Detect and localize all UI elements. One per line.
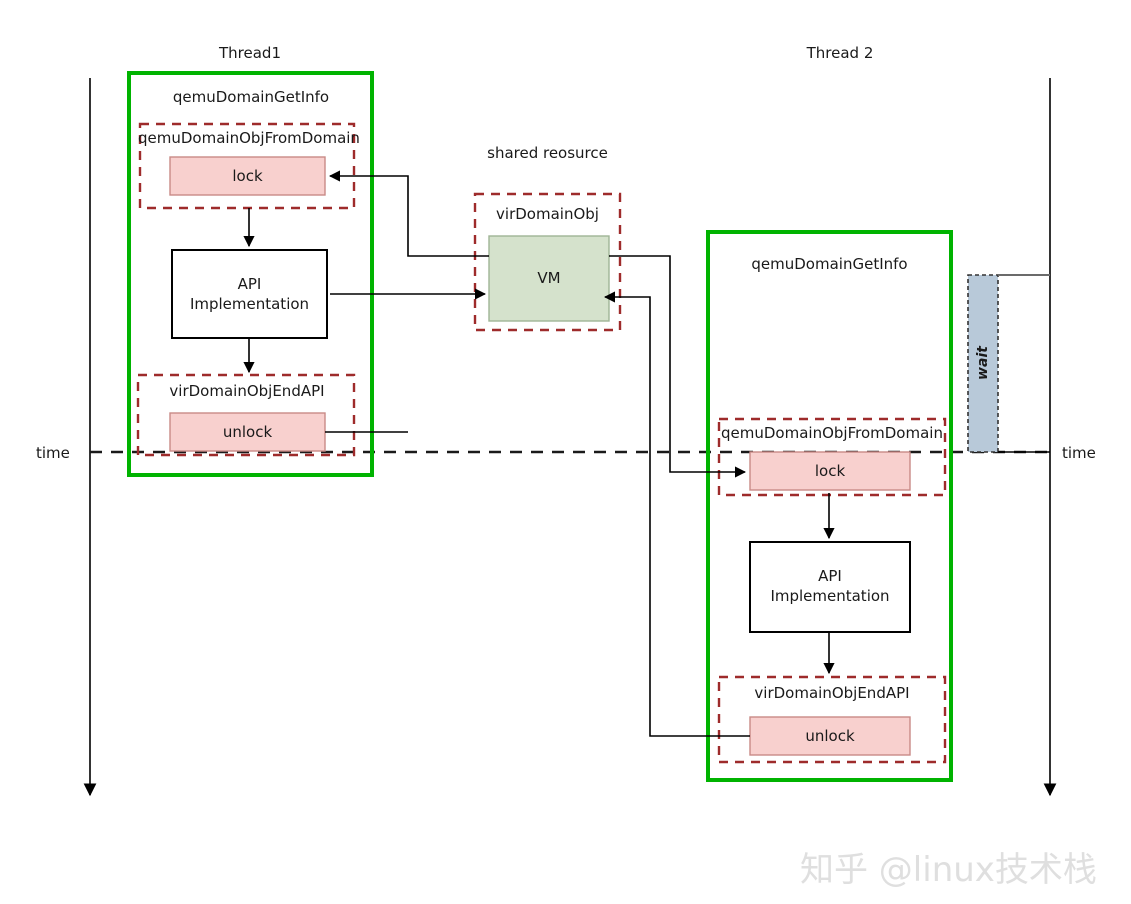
- vm-to-thread2-lock-connector: [609, 255, 747, 478]
- thread2-lock-box: [749, 451, 911, 491]
- thread2-release-group: [717, 675, 947, 764]
- thread2-acquire-group: [717, 417, 947, 497]
- thread1-api-label-line2: Implementation: [189, 295, 310, 313]
- thread1-release-group-label: virDomainObjEndAPI: [169, 382, 325, 400]
- thread1-acquire-group-label: qemuDomainObjFromDomain: [138, 129, 360, 147]
- thread2-unlock-label: unlock: [805, 727, 855, 745]
- time-label-left: time: [36, 444, 70, 462]
- thread2-container: [706, 230, 953, 782]
- thread1-api-box: [171, 249, 328, 339]
- thread1-title: Thread1: [219, 44, 281, 62]
- thread2-title: Thread 2: [806, 44, 874, 62]
- thread2-wait-block: [967, 274, 999, 453]
- thread2-api-label-line1: API: [818, 567, 842, 585]
- thread1-api-label-line1: API: [237, 275, 262, 293]
- thread2-lock-label: lock: [814, 462, 846, 480]
- thread1-container: [127, 71, 374, 477]
- thread2-unlock-to-vm-connector: [603, 291, 750, 737]
- thread1-unlock-label: unlock: [222, 423, 273, 441]
- shared-vm-box: [488, 235, 610, 322]
- shared-group-label: virDomainObj: [496, 205, 599, 223]
- shared-resource-title: shared reosurce: [487, 144, 608, 162]
- thread1-group-label: qemuDomainGetInfo: [172, 88, 330, 106]
- thread2-api-label-line2: Implementation: [770, 587, 890, 605]
- thread1-acquire-group: [138, 122, 356, 210]
- shared-resource-group: [473, 192, 622, 332]
- time-label-right: time: [1062, 444, 1096, 462]
- shared-vm-label: VM: [537, 269, 561, 287]
- thread2-acquire-group-label: qemuDomainObjFromDomain: [721, 424, 943, 442]
- watermark: 知乎 @linux技术栈: [800, 850, 1097, 890]
- thread2-wait-label: wait: [975, 346, 991, 380]
- thread1-lock-box: [169, 156, 326, 196]
- thread2-api-box: [749, 541, 911, 633]
- thread2-group-label: qemuDomainGetInfo: [751, 255, 908, 273]
- vm-to-thread1-lock-connector: [328, 170, 489, 257]
- thread1-release-group: [136, 373, 356, 457]
- thread2-release-group-label: virDomainObjEndAPI: [754, 684, 910, 702]
- thread1-lock-label: lock: [232, 167, 263, 185]
